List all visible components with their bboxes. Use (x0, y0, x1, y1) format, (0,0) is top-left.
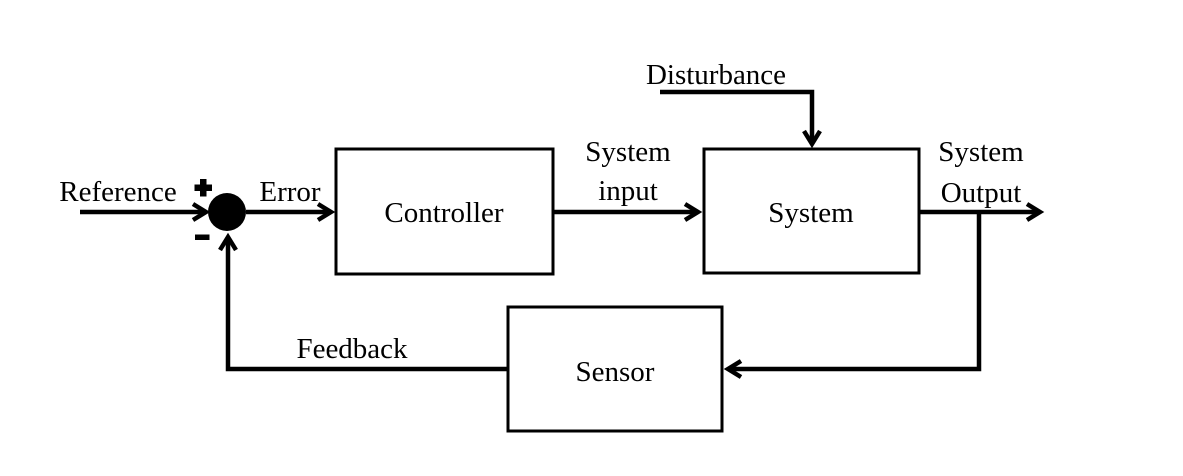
system-input-label-line2: input (598, 175, 658, 207)
feedback-to-junction-arrow (218, 232, 508, 372)
system-input-label-line1: System (585, 136, 671, 168)
system-label: System (768, 197, 854, 229)
reference-label: Reference (59, 176, 177, 208)
controller-label: Controller (384, 197, 504, 229)
controller-block (334, 147, 555, 276)
minus-sign-icon (195, 234, 210, 240)
disturbance-label: Disturbance (646, 59, 786, 91)
sensor-block (506, 305, 724, 433)
plus-sign-icon (194, 179, 212, 197)
system-block (702, 147, 921, 275)
summing-junction (208, 193, 246, 231)
error-label: Error (259, 176, 321, 208)
output-to-sensor-arrow (723, 212, 982, 379)
disturbance-arrow (660, 89, 822, 149)
sensor-label: Sensor (576, 356, 655, 388)
system-output-label-line1: System (938, 136, 1024, 168)
system-output-label-line2: Output (941, 177, 1022, 209)
feedback-label: Feedback (296, 333, 408, 365)
